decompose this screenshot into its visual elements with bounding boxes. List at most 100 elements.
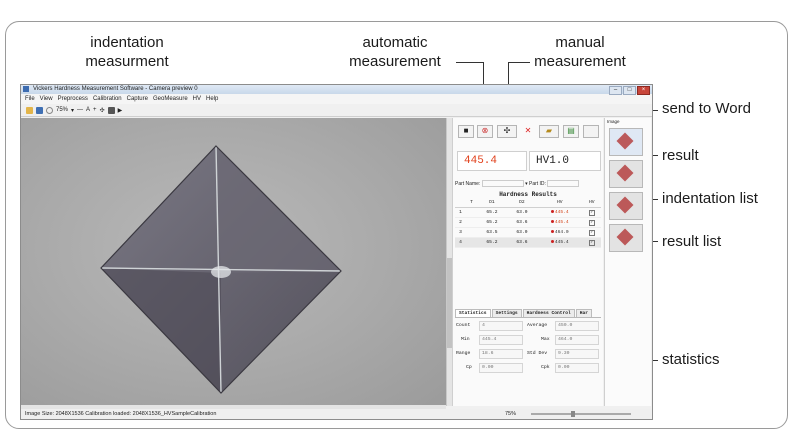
part-name-dropdown-icon[interactable]: ▾ <box>525 180 528 187</box>
maximize-button[interactable]: □ <box>623 86 636 95</box>
row-checkbox[interactable]: ✓ <box>588 219 595 226</box>
line-tool-icon[interactable]: — <box>77 107 84 113</box>
video-icon[interactable]: ▶ <box>117 107 123 114</box>
table-row[interactable]: 1 65.2 63.0 445.4 ✓ <box>455 207 601 218</box>
col-t: T <box>465 198 477 208</box>
zoom-slider-thumb[interactable] <box>571 411 575 417</box>
cp-value: 0.00 <box>479 363 523 373</box>
menu-help[interactable]: Help <box>206 96 219 102</box>
thumbnail-3[interactable] <box>609 192 643 220</box>
part-name-label: Part Name: <box>455 180 481 187</box>
callout-result: result <box>662 147 699 164</box>
status-text: Image Size: 2048X1536 Calibration loaded… <box>25 411 217 417</box>
callout-statistics: statistics <box>662 351 720 368</box>
close-button[interactable]: × <box>637 86 650 95</box>
count-value: 4 <box>479 321 523 331</box>
viewer-horizontal-scrollbar[interactable] <box>21 405 446 409</box>
menu-hv[interactable]: HV <box>192 96 202 102</box>
status-dot <box>550 210 554 213</box>
row-checkbox[interactable]: ✓ <box>588 209 595 216</box>
average-label: Average <box>527 323 548 328</box>
text-tool-icon[interactable]: A <box>86 107 91 113</box>
min-value: 445.4 <box>479 335 523 345</box>
results-title: Hardness Results <box>499 191 557 198</box>
menu-preprocess[interactable]: Preprocess <box>57 96 88 102</box>
cp-label: Cp <box>466 365 472 370</box>
thumbnail-4[interactable] <box>609 224 643 252</box>
col-d2: D2 <box>506 198 537 208</box>
std-dev-label: Std Dev <box>527 351 548 356</box>
app-window: Vickers Hardness Measurement Software - … <box>20 84 653 420</box>
status-bar: Image Size: 2048X1536 Calibration loaded… <box>21 409 652 419</box>
part-id-label: Part ID: <box>528 180 546 187</box>
cpk-label: Cpk <box>541 365 550 370</box>
menu-bar: File View Preprocess Calibration Capture… <box>21 94 652 104</box>
col-index <box>455 198 466 208</box>
leader-automatic <box>456 62 484 63</box>
tab-har[interactable]: Har <box>575 309 593 317</box>
window-title: Vickers Hardness Measurement Software - … <box>33 86 198 92</box>
camera-button[interactable]: ■ <box>458 125 474 138</box>
camera-icon[interactable] <box>107 106 115 114</box>
part-id-input[interactable] <box>547 180 580 187</box>
col-hv: HV <box>536 198 583 208</box>
result-value: 445.4 <box>457 151 527 171</box>
measurement-panel: ■ ⊗ ✣ ✕ ▰ ▤ 445.4 HV1.0 Part Name: ▾ Par… <box>452 118 603 406</box>
status-dot <box>550 230 554 233</box>
statistics-panel: Count 4 Average 450.0 Min 445.4 Max 464.… <box>455 320 601 376</box>
leader-manual <box>508 62 530 63</box>
bottom-tabs: Statistics Settings Hardness Control Har <box>455 309 601 318</box>
table-row[interactable]: 4 65.2 63.6 445.4 ✓ <box>455 237 601 248</box>
manual-measurement-button[interactable]: ✣ <box>497 125 517 138</box>
menu-calibration[interactable]: Calibration <box>92 96 122 102</box>
average-value: 450.0 <box>555 321 599 331</box>
thumbnail-2[interactable] <box>609 160 643 188</box>
menu-view[interactable]: View <box>39 96 53 102</box>
min-label: Min <box>461 337 470 342</box>
send-to-word-button[interactable]: ▤ <box>563 125 579 138</box>
save-icon[interactable] <box>36 106 43 114</box>
row-checkbox[interactable]: ✓ <box>588 239 595 246</box>
status-dot <box>550 240 554 243</box>
results-table: T D1 D2 HV HV 1 65.2 63.0 445.4 ✓ 2 65.2… <box>455 198 601 248</box>
table-row[interactable]: 2 65.2 63.6 445.4 ✓ <box>455 217 601 228</box>
blank-button[interactable] <box>583 125 599 138</box>
dropdown-icon[interactable]: ▾ <box>71 107 75 114</box>
delete-button[interactable]: ✕ <box>524 126 532 135</box>
zoom-icon[interactable] <box>46 106 53 114</box>
table-row[interactable]: 3 63.5 63.0 464.0 ✓ <box>455 227 601 238</box>
menu-capture[interactable]: Capture <box>126 96 148 102</box>
crosshair-icon[interactable]: + <box>93 107 97 113</box>
part-name-input[interactable] <box>481 180 524 187</box>
zoom-select[interactable]: 75% <box>56 107 69 113</box>
result-scale: HV1.0 <box>529 151 601 171</box>
tab-hardness-control[interactable]: Hardness Control <box>522 309 575 317</box>
minimize-button[interactable]: – <box>609 86 622 95</box>
max-value: 464.0 <box>555 335 599 345</box>
cpk-value: 0.00 <box>555 363 599 373</box>
main-toolbar: 75% ▾ — A + ✣ ▶ <box>21 104 652 117</box>
menu-geomeasure[interactable]: GeoMeasure <box>152 96 188 102</box>
automatic-measurement-button[interactable]: ⊗ <box>477 125 493 138</box>
count-label: Count <box>456 323 471 328</box>
range-value: 18.6 <box>479 349 523 359</box>
open-button[interactable]: ▰ <box>539 125 559 138</box>
tab-statistics[interactable]: Statistics <box>455 309 491 317</box>
image-list-header: Image <box>607 119 620 124</box>
status-zoom: 75% <box>505 411 517 417</box>
tab-settings[interactable]: Settings <box>491 309 522 317</box>
zoom-slider[interactable] <box>531 413 631 415</box>
move-icon[interactable]: ✣ <box>99 107 105 114</box>
menu-file[interactable]: File <box>25 96 35 102</box>
part-fields: Part Name: ▾ Part ID: <box>455 180 580 187</box>
image-viewer[interactable] <box>21 118 446 406</box>
title-bar: Vickers Hardness Measurement Software - … <box>21 85 652 95</box>
open-folder-icon[interactable] <box>26 106 33 114</box>
viewer-vertical-scrollbar[interactable] <box>446 118 452 406</box>
status-dot <box>550 220 554 223</box>
row-checkbox[interactable]: ✓ <box>588 229 595 236</box>
app-icon <box>23 86 29 92</box>
thumbnail-1[interactable] <box>609 128 643 156</box>
